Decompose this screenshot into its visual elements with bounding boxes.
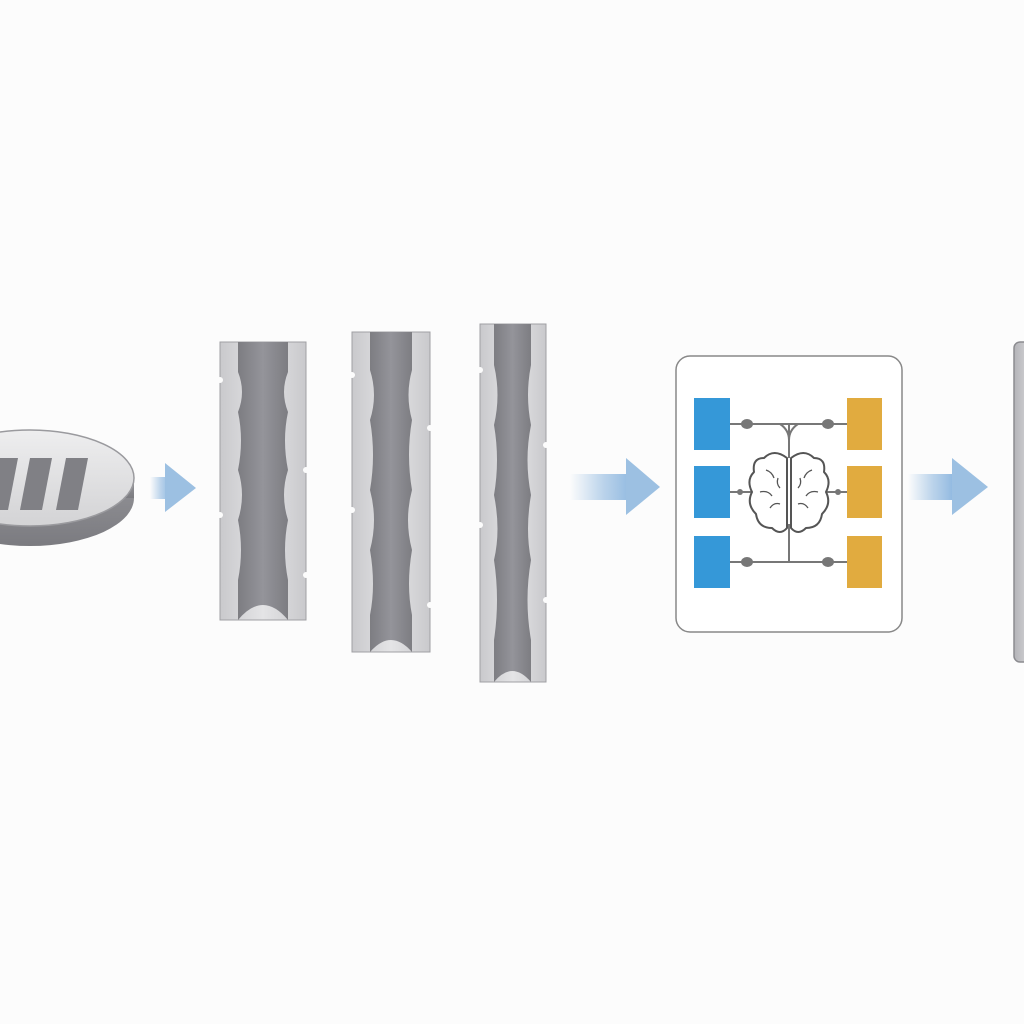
cross-section-strip-2: [349, 331, 433, 653]
input-block-3: [694, 536, 730, 588]
input-block-1: [694, 398, 730, 450]
input-block-2: [694, 466, 730, 518]
ai-analysis-panel: [675, 355, 903, 633]
grated-disc-icon: [0, 429, 135, 546]
flow-arrow-3: [908, 458, 988, 515]
panel-icon: [1013, 341, 1024, 663]
cross-section-strip-3: [477, 323, 549, 683]
connector-nodes: [737, 419, 841, 567]
channel-strip-icon: [217, 323, 549, 683]
output-block-1: [847, 398, 882, 450]
cross-section-strip-1: [217, 341, 309, 621]
output-block-2: [847, 466, 882, 518]
flow-arrow-2: [570, 458, 660, 515]
flow-arrow-1: [150, 463, 196, 512]
brain-icon: [748, 452, 830, 533]
output-block-3: [847, 536, 882, 588]
